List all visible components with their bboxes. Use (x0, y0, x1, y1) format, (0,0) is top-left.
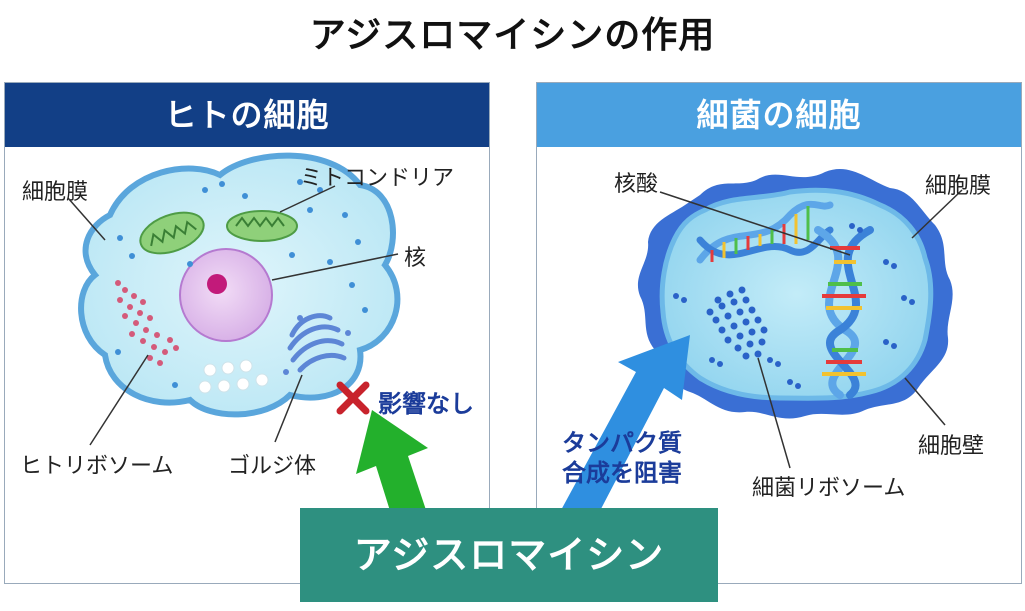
green-arrow-icon (356, 410, 430, 530)
action-label: タンパク質 合成を阻害 (552, 428, 692, 488)
label-nucleus: 核 (404, 246, 427, 271)
bacterial-cell (637, 169, 953, 419)
golgi-apparatus (283, 313, 351, 375)
label-cell-wall: 細胞壁 (918, 434, 985, 459)
drug-name-box: アジスロマイシン (300, 508, 718, 602)
bacterial-leader-lines (659, 189, 963, 469)
human-cell (78, 152, 401, 418)
page-title: アジスロマイシンの作用 (309, 15, 716, 56)
human-cytoplasm-dots (115, 179, 368, 388)
action-line-2: 合成を阻害 (562, 459, 682, 487)
human-leader-lines (67, 185, 399, 446)
dna-strand-upper (696, 200, 834, 264)
blue-arrow-icon (560, 335, 690, 530)
dna-strand-vertical (814, 226, 874, 399)
label-bacterial-ribosome: 細菌リボソーム (752, 476, 906, 501)
label-nucleic-acid: 核酸 (614, 172, 659, 197)
bacterial-cell-header: 細菌の細胞 (537, 83, 1021, 147)
human-cell-header: ヒトの細胞 (5, 83, 489, 147)
nucleolus (207, 274, 227, 294)
label-human-ribosome: ヒトリボソーム (20, 454, 174, 479)
label-human-membrane: 細胞膜 (22, 180, 89, 205)
bacterial-cytoplasm-dots (673, 223, 915, 389)
cross-icon (336, 381, 370, 415)
label-no-effect: 影響なし (378, 390, 474, 418)
label-golgi: ゴルジ体 (228, 454, 317, 479)
mitochondria-left (139, 211, 205, 255)
mitochondria-right (226, 210, 298, 242)
human-ribosomes (115, 280, 179, 366)
action-line-1: タンパク質 (562, 429, 682, 457)
human-nucleus (179, 248, 273, 342)
label-mitochondria: ミトコンドリア (300, 166, 455, 191)
human-vesicles (198, 359, 269, 394)
bacterial-ribosomes (706, 286, 768, 360)
label-bacterial-membrane: 細胞膜 (925, 174, 992, 199)
